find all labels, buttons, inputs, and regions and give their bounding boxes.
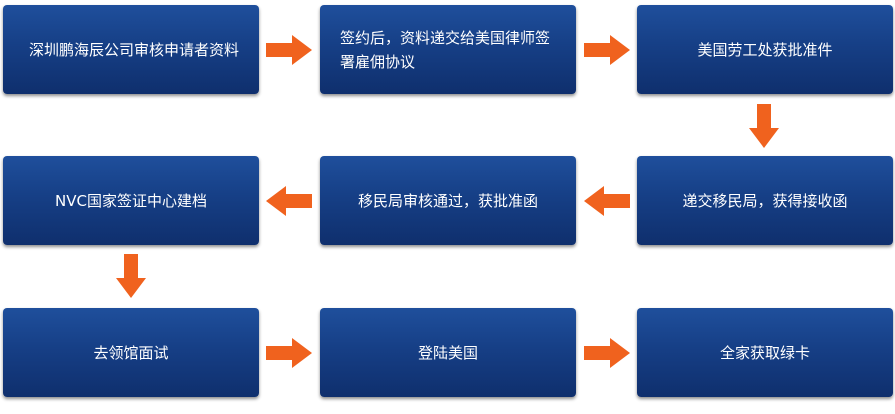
arrow-right-icon [584,338,630,368]
arrow-right-icon [266,338,312,368]
step-9-green-card: 全家获取绿卡 [637,308,893,397]
step-5-uscis-approved: 移民局审核通过，获批准函 [320,156,576,245]
step-4-label: 递交移民局，获得接收函 [682,191,848,210]
step-2-sign-agreement: 签约后，资料递交给美国律师签署雇佣协议 [320,5,576,94]
step-2-label: 签约后，资料递交给美国律师签署雇佣协议 [340,28,551,71]
step-7-label: 去领馆面试 [93,343,169,362]
step-9-label: 全家获取绿卡 [719,343,810,362]
arrow-down-icon [749,104,779,148]
arrow-down-icon [116,254,146,298]
step-6-nvc-file: NVC国家签证中心建档 [3,156,259,245]
step-5-label: 移民局审核通过，获批准函 [357,191,538,210]
arrow-right-icon [584,35,630,65]
step-1-company-review: 深圳鹏海辰公司审核申请者资料 [3,5,259,94]
step-3-labor-approval: 美国劳工处获批准件 [637,5,893,94]
step-8-land-usa: 登陆美国 [320,308,576,397]
arrow-left-icon [584,186,630,216]
arrow-left-icon [266,186,312,216]
arrow-right-icon [266,35,312,65]
step-6-label: NVC国家签证中心建档 [55,191,207,210]
step-1-label: 深圳鹏海辰公司审核申请者资料 [29,40,240,59]
step-7-consulate-interview: 去领馆面试 [3,308,259,397]
step-8-label: 登陆美国 [417,343,478,362]
step-4-submit-uscis: 递交移民局，获得接收函 [637,156,893,245]
step-3-label: 美国劳工处获批准件 [697,40,833,59]
